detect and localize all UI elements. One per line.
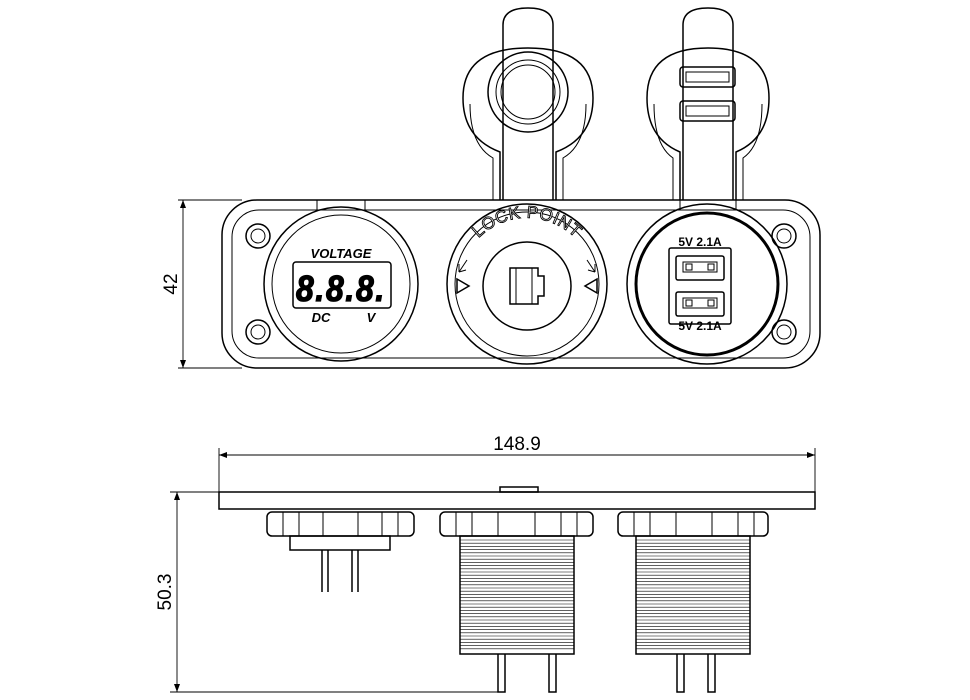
usb-side — [617, 511, 769, 693]
mounting-holes — [245, 223, 797, 345]
voltmeter-dc-label: DC — [312, 310, 331, 325]
usb-top-label: 5V 2.1A — [678, 235, 722, 249]
side-panel-plate — [218, 491, 816, 510]
voltmeter-readout: 8.8.8. — [296, 268, 386, 309]
width-value: 148.9 — [493, 434, 541, 455]
lighter-cap — [462, 7, 594, 200]
usb-bottom-label: 5V 2.1A — [678, 319, 722, 333]
height-value: 42 — [161, 273, 182, 294]
depth-value: 50.3 — [155, 574, 176, 611]
usb-charger: 5V 2.1A 5V 2.1A — [626, 203, 788, 365]
voltmeter: VOLTAGE 8.8.8. DC V — [263, 206, 419, 362]
lock-point-label: LOCK POINT — [468, 203, 585, 241]
voltmeter-title: VOLTAGE — [311, 246, 372, 261]
width-dimension: 148.9 — [218, 434, 816, 492]
usb-cap — [646, 7, 770, 200]
side-view: 148.9 — [155, 434, 816, 693]
height-dimension: 42 — [161, 199, 242, 369]
panel-outline — [221, 199, 821, 369]
depth-dimension: 50.3 — [155, 491, 500, 693]
panel-inner — [231, 209, 811, 359]
lighter-socket: LOCK POINT — [446, 202, 608, 365]
front-view: VOLTAGE 8.8.8. DC V LOCK POINT — [161, 7, 821, 369]
lighter-socket-side — [439, 511, 594, 693]
voltmeter-v-label: V — [367, 310, 377, 325]
voltmeter-side — [266, 511, 415, 592]
